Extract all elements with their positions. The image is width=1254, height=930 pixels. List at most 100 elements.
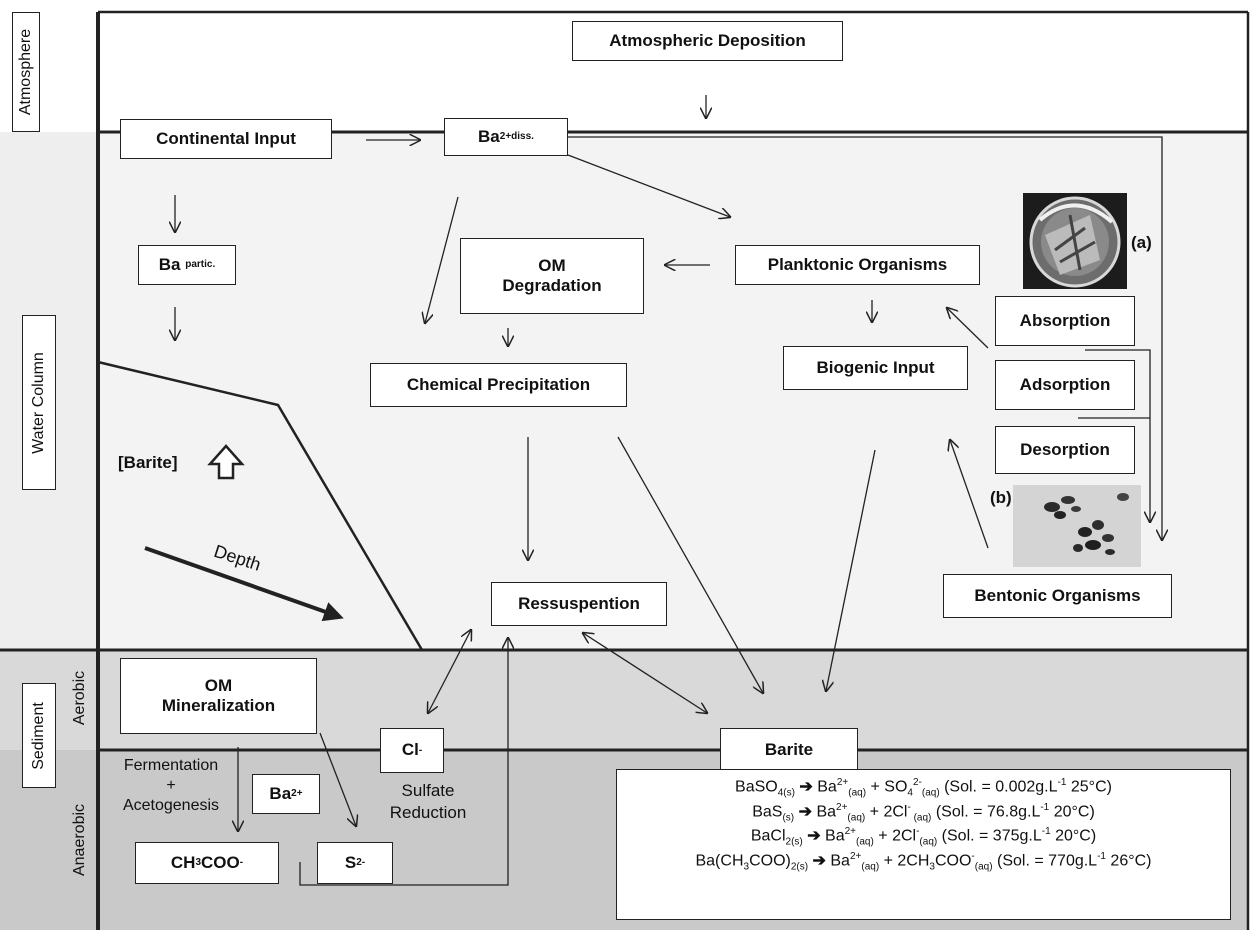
fermentation-label: Fermentation + Acetogenesis bbox=[100, 756, 242, 816]
eq3-rhs1-sup: 2+ bbox=[844, 826, 857, 838]
acetate-sub3: 3 bbox=[195, 857, 202, 868]
eq4-rhs1-sup: 2+ bbox=[849, 850, 862, 862]
photo-b-label: (b) bbox=[990, 488, 1012, 507]
arrow-adsorption-to-bentonic bbox=[1085, 349, 1150, 522]
eq1-rhs1-sub: (aq) bbox=[848, 787, 867, 799]
arrow-ressuspention-cl bbox=[428, 630, 471, 713]
eq4-rhs2-mid: COO bbox=[934, 851, 972, 869]
eq1-rhs2-sup: 2- bbox=[912, 777, 922, 788]
eq3-rhs2: + 2Cl bbox=[873, 827, 917, 845]
eq4-lhs-sub: 3 bbox=[743, 861, 750, 873]
atmospheric-deposition-box: Atmospheric Deposition bbox=[572, 21, 843, 61]
biogenic-input-box: Biogenic Input bbox=[783, 346, 968, 390]
eq4-rhs2-sup: - bbox=[971, 850, 975, 862]
fermentation-text: Fermentation bbox=[123, 757, 219, 774]
eq1-sol: (Sol. = 0.002g.L bbox=[939, 778, 1058, 796]
eq3-arrow: ➔ bbox=[807, 827, 821, 845]
eq2-rhs1-sub: (aq) bbox=[847, 812, 866, 824]
eq3-lhs-sub: 2(s) bbox=[785, 836, 803, 848]
eq3-rhs1-sub: (aq) bbox=[856, 836, 874, 848]
photo-a-label: (a) bbox=[1131, 233, 1152, 252]
eq1-sol-sup: -1 bbox=[1057, 777, 1067, 788]
ressuspention-box: Ressuspention bbox=[491, 582, 667, 626]
arrow-om-to-sulfide bbox=[319, 732, 356, 826]
eq3-rhs2-sup: - bbox=[916, 826, 920, 838]
water-column-label-box: Water Column bbox=[22, 315, 56, 490]
om-mineralization-box: OM Mineralization bbox=[120, 658, 317, 734]
acetogenesis-text: Acetogenesis bbox=[122, 797, 220, 814]
eq4-rhs1: Ba bbox=[825, 851, 850, 869]
eq4-rhs1-sub: (aq) bbox=[861, 861, 880, 873]
chloride-base: Cl bbox=[401, 740, 419, 760]
bentonic-organisms-box: Bentonic Organisms bbox=[943, 574, 1172, 618]
eq3-sol-tail: 20°C) bbox=[1050, 827, 1097, 845]
solubility-equations-box: BaSO4(s) ➔ Ba2+(aq) + SO42-(aq) (Sol. = … bbox=[616, 769, 1231, 920]
eq4-rhs2-sub2: (aq) bbox=[974, 861, 993, 873]
atmosphere-label: Atmosphere bbox=[17, 28, 34, 116]
arrow-bentonic-to-biogenic bbox=[950, 440, 989, 549]
eq2-rhs2-sub2: (aq) bbox=[910, 812, 932, 824]
sediment-label-box: Sediment bbox=[22, 683, 56, 788]
ba2-charge: 2+ bbox=[291, 788, 303, 799]
photo-b-crystals-image bbox=[1013, 485, 1141, 567]
acetate-mid: COO bbox=[201, 852, 240, 872]
eq2-rhs1: Ba bbox=[812, 802, 837, 820]
ba-partic-base: Ba bbox=[158, 254, 181, 274]
barite-depth-curve bbox=[97, 360, 424, 651]
ba2-base: Ba bbox=[269, 783, 292, 803]
arrow-sulfide-to-ressuspention bbox=[299, 638, 508, 886]
eq1-sol-tail: 25°C) bbox=[1066, 778, 1112, 796]
atmosphere-label-box: Atmosphere bbox=[12, 12, 40, 132]
water-column-label: Water Column bbox=[30, 351, 47, 454]
acetate-charge: - bbox=[239, 857, 244, 868]
eq2-rhs2: + 2Cl bbox=[865, 802, 908, 820]
desorption-box: Desorption bbox=[995, 426, 1135, 474]
eq1-rhs1-sup: 2+ bbox=[836, 777, 849, 788]
barite-increase-arrow bbox=[207, 444, 245, 480]
arrow-ba-diss-to-planktonic bbox=[567, 154, 730, 217]
eq4-sol-tail: 26°C) bbox=[1105, 851, 1152, 869]
eq4-rhs2-sub1: 3 bbox=[929, 861, 935, 873]
sulfate-reduction-label: Sulfate Reduction bbox=[389, 781, 467, 823]
om-degradation-box: OM Degradation bbox=[460, 238, 644, 314]
eq3-sol: (Sol. = 375g.L bbox=[937, 827, 1042, 845]
depth-arrow bbox=[144, 546, 344, 622]
sulfide-charge: 2- bbox=[356, 857, 366, 868]
planktonic-organisms-box: Planktonic Organisms bbox=[735, 245, 980, 285]
ba-partic-box: Ba partic. bbox=[138, 245, 236, 285]
eq3-lhs: BaCl bbox=[750, 827, 786, 845]
eq1-rhs2-sub2: (aq) bbox=[921, 787, 940, 799]
barite-concentration-label: [Barite] bbox=[118, 453, 178, 472]
eq2-lhs-sub: (s) bbox=[782, 812, 795, 824]
adsorption-box: Adsorption bbox=[995, 360, 1135, 410]
arrow-biogenic-to-barite bbox=[826, 449, 876, 691]
aerobic-label: Aerobic bbox=[71, 670, 88, 726]
eq3-rhs1: Ba bbox=[820, 827, 845, 845]
absorption-box: Absorption bbox=[995, 296, 1135, 346]
eq2-sol-sup: -1 bbox=[1040, 801, 1050, 813]
sulfide-base: S bbox=[344, 852, 357, 872]
chloride-charge: - bbox=[418, 744, 423, 756]
eq4-sol: (Sol. = 770g.L bbox=[992, 851, 1098, 869]
continental-input-box: Continental Input bbox=[120, 119, 332, 159]
eq4-lhs: Ba(CH bbox=[695, 851, 744, 869]
eq1-lhs-sub: 4(s) bbox=[777, 787, 795, 799]
eq2-rhs1-sup: 2+ bbox=[836, 801, 848, 813]
arrow-chemical-to-barite bbox=[617, 436, 763, 693]
eq2-rhs2-sup: - bbox=[907, 801, 911, 813]
eq1-rhs2: + SO bbox=[866, 778, 908, 796]
eq1-rhs1: Ba bbox=[812, 778, 837, 796]
eq4-lhs-tail: COO) bbox=[749, 851, 791, 869]
anaerobic-label: Anaerobic bbox=[71, 803, 88, 877]
sediment-label: Sediment bbox=[30, 701, 47, 770]
ba-partic-subscript: partic. bbox=[185, 259, 216, 270]
eq4-rhs2: + 2CH bbox=[879, 851, 930, 869]
equation-2: BaS(s) ➔ Ba2+(aq) + 2Cl- (aq) (Sol. = 76… bbox=[617, 801, 1230, 826]
eq1-rhs2-sub1: 4 bbox=[907, 787, 913, 799]
chloride-box: Cl- bbox=[380, 728, 444, 773]
